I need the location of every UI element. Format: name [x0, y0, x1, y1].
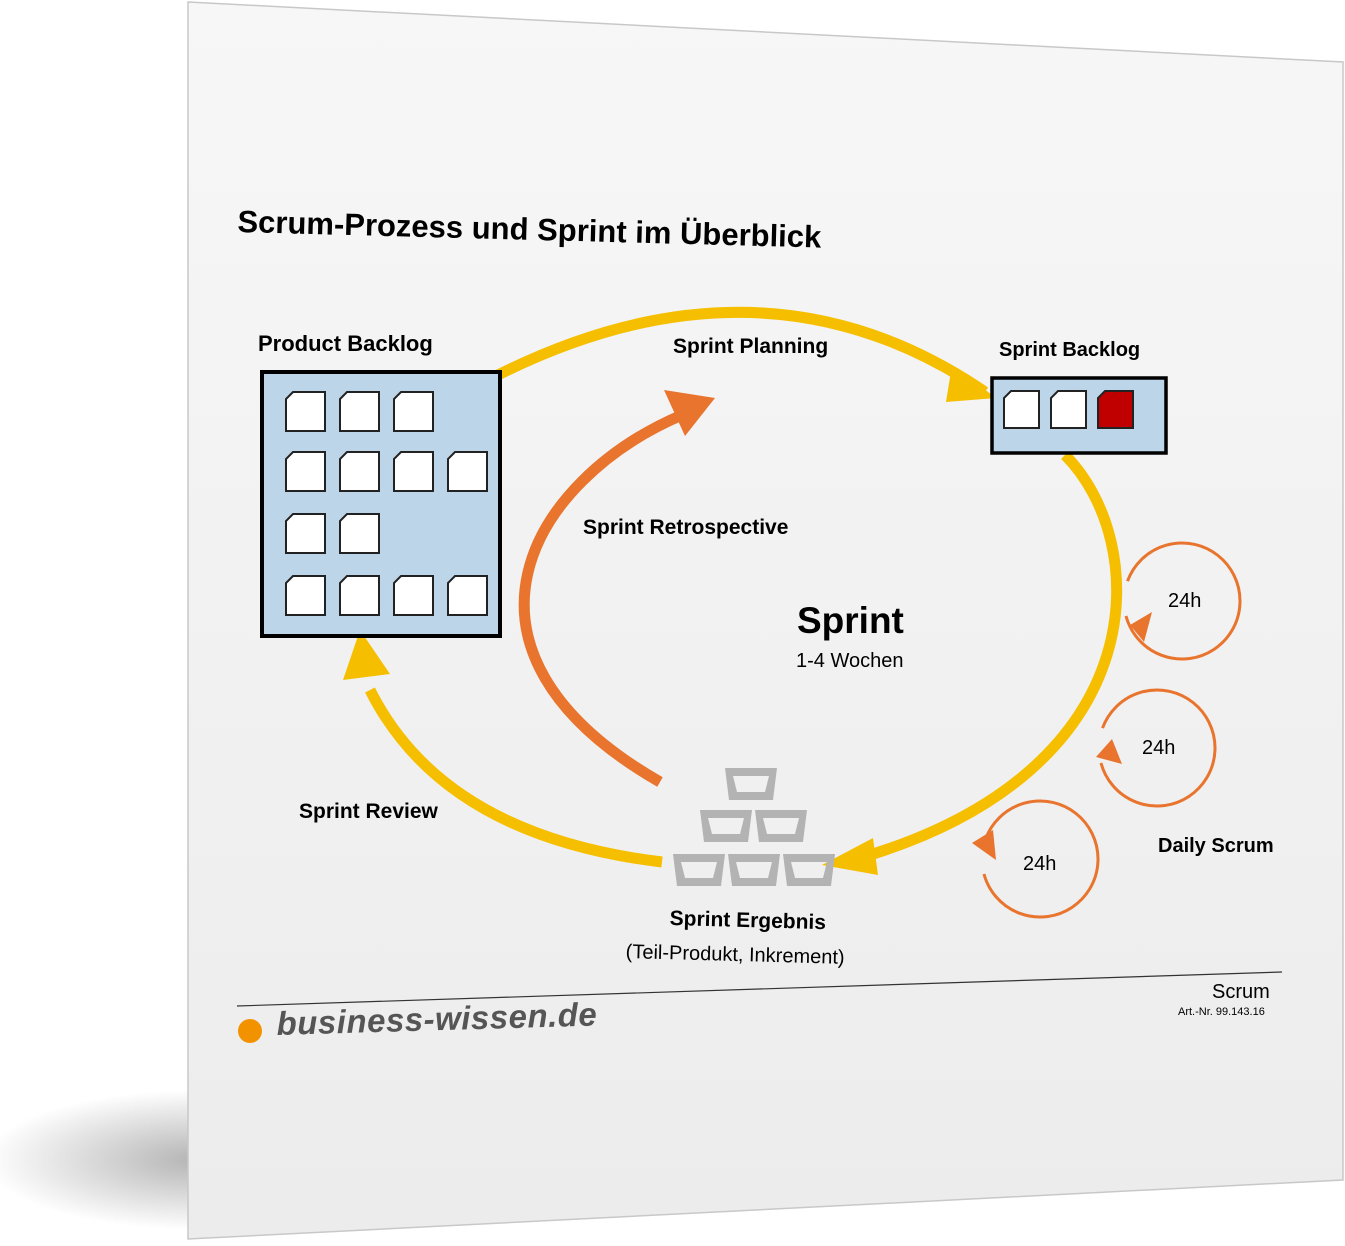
- product-backlog-item: [393, 451, 434, 492]
- increment-block: [755, 810, 807, 842]
- sprint-review-arrowhead: [343, 630, 390, 680]
- sprint-result-label: Sprint Ergebnis: [669, 907, 827, 935]
- sprint-backlog-item-in-progress: [1097, 390, 1134, 429]
- product-backlog-item: [447, 575, 488, 616]
- product-backlog-label: Product Backlog: [258, 331, 433, 356]
- increment-block: [783, 854, 835, 886]
- daily-scrum-cycle-1-label: 24h: [1168, 590, 1202, 612]
- daily-scrum-label: Daily Scrum: [1158, 835, 1274, 857]
- daily-scrum-loops: [972, 541, 1242, 919]
- product-backlog-item: [393, 575, 434, 616]
- footer-divider: [236, 971, 1283, 1007]
- sprint-planning-arrow: [489, 306, 989, 397]
- product-backlog-item: [339, 575, 380, 616]
- sprint-review-label: Sprint Review: [299, 800, 438, 823]
- product-backlog-item: [285, 451, 326, 492]
- brand-logo-dot-icon: [238, 1019, 262, 1043]
- daily-scrum-arrowhead-icon: [1096, 739, 1122, 764]
- footer-article-number: Art.-Nr. 99.143.16: [1178, 1006, 1265, 1018]
- daily-scrum-cycle-2-label: 24h: [1142, 737, 1176, 759]
- sprint-cycle-arrow: [858, 451, 1123, 864]
- increment-block: [728, 854, 780, 886]
- sprint-backlog-item: [1003, 390, 1040, 429]
- increment-block: [725, 768, 777, 800]
- sprint-duration: 1-4 Wochen: [796, 650, 904, 672]
- sprint-backlog-items: [1003, 390, 1134, 429]
- sprint-result-increment-stack: [673, 768, 835, 886]
- product-backlog-item: [339, 451, 380, 492]
- product-backlog-item: [339, 513, 380, 554]
- sprint-planning-label: Sprint Planning: [673, 335, 829, 358]
- daily-scrum-arrowhead-icon: [1130, 612, 1152, 642]
- page-sheet: [187, 1, 1344, 1240]
- product-backlog-item: [393, 391, 434, 432]
- daily-scrum-arrowhead-icon: [972, 830, 996, 860]
- sprint-retrospective-label: Sprint Retrospective: [583, 516, 789, 539]
- sprint-retrospective-arrowhead: [664, 390, 715, 436]
- sprint-cycle-arrowhead: [822, 838, 878, 875]
- daily-scrum-loop: [982, 799, 1100, 919]
- increment-block: [673, 854, 725, 886]
- product-backlog-item: [339, 391, 380, 432]
- product-backlog-item: [447, 451, 488, 492]
- sprint-retrospective-arrow: [518, 409, 685, 787]
- daily-scrum-loop: [1124, 541, 1242, 661]
- sprint-label: Sprint: [797, 600, 904, 641]
- product-backlog-items: [285, 391, 488, 616]
- product-backlog-item: [285, 575, 326, 616]
- increment-block: [700, 810, 752, 842]
- product-backlog-item: [285, 513, 326, 554]
- sprint-backlog-label: Sprint Backlog: [999, 339, 1141, 361]
- sprint-review-arrow: [365, 687, 663, 868]
- sprint-backlog-item: [1050, 390, 1087, 429]
- sprint-planning-arrowhead: [946, 365, 996, 402]
- product-backlog-item: [285, 391, 326, 432]
- footer-category: Scrum: [1212, 981, 1270, 1003]
- daily-scrum-cycle-3-label: 24h: [1023, 853, 1057, 875]
- daily-scrum-loop: [1099, 688, 1217, 808]
